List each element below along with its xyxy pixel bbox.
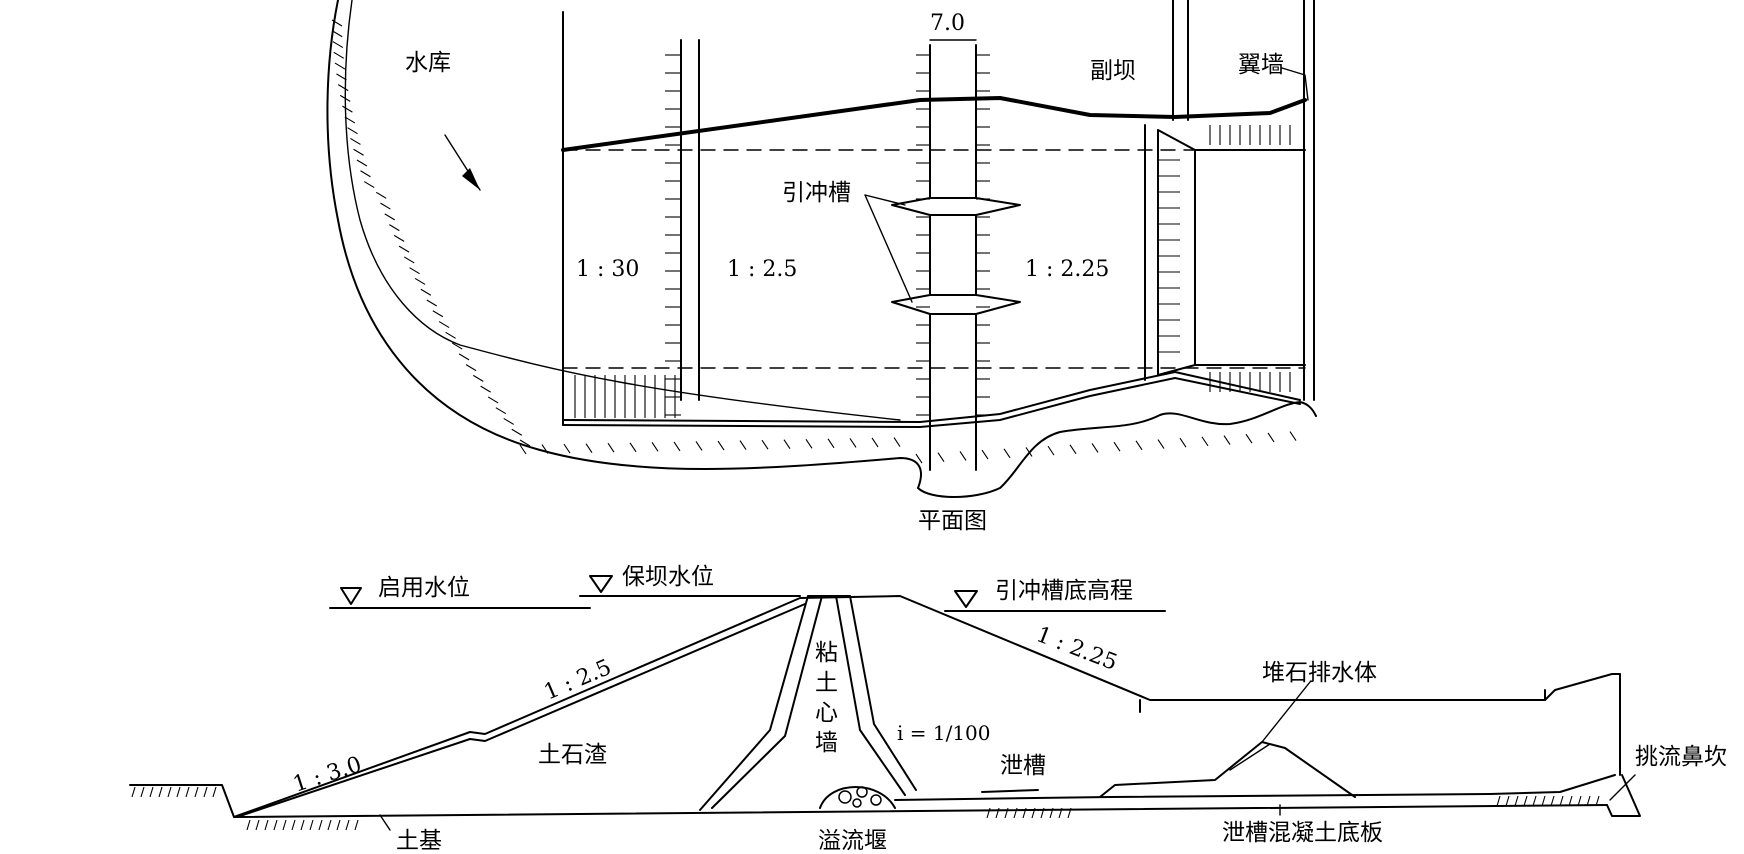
ground-left [129, 784, 235, 818]
water-level-protect: 保坝水位 [579, 564, 801, 597]
reservoir-label: 水库 [405, 50, 451, 76]
slope-label-lower: 1 : 3.0 [290, 752, 365, 798]
spill-channel-label: 泄槽 [1000, 753, 1046, 779]
reservoir-bank-outer [326, 0, 1317, 498]
svg-text:引冲槽底高程: 引冲槽底高程 [995, 578, 1133, 604]
overflow-weir [819, 786, 896, 809]
slope-label-2: 1 : 2.5 [727, 257, 797, 282]
flow-arrow [444, 134, 481, 191]
slope-label-1: 1 : 30 [576, 257, 639, 282]
base-line [233, 804, 1608, 818]
section-hatching [131, 786, 1600, 831]
overflow-weir-label: 溢流堰 [818, 828, 887, 854]
plan-channel-upper [561, 96, 1307, 152]
plan-view: 水库 7.0 副坝 翼墙 引冲槽 1 : 30 1 : 2.5 1 : 2.25… [326, 0, 1317, 534]
plan-channel-lower [562, 371, 1301, 423]
drain-label: 堆石排水体 [1262, 660, 1377, 686]
upstream-slope [233, 595, 1621, 818]
plan-caption: 平面图 [918, 508, 987, 534]
reservoir-bank-inner [344, 0, 901, 421]
trench-leader [864, 194, 913, 303]
ski-jump [1606, 774, 1641, 817]
water-level-trench-bottom: 引冲槽底高程 [944, 578, 1166, 612]
svg-text:保坝水位: 保坝水位 [622, 564, 714, 590]
plan-hatching [574, 54, 1291, 418]
gradient-label: i = 1/100 [897, 721, 991, 745]
slab-label: 泄槽混凝土底板 [1222, 820, 1383, 846]
wing-wall-label: 翼墙 [1238, 52, 1284, 78]
width-label: 7.0 [930, 11, 965, 36]
core-wall-label: 粘 土 心 墙 [815, 640, 845, 756]
water-level-start: 启用水位 [329, 575, 591, 609]
plan-chute-box [1144, 124, 1306, 381]
slope-label-3: 1 : 2.25 [1025, 257, 1109, 282]
rock-drain [1099, 741, 1356, 798]
svg-text:启用水位: 启用水位 [378, 575, 470, 601]
slope-label-upper: 1 : 2.5 [541, 655, 616, 706]
bank-hatching [331, 19, 1297, 464]
clay-core [699, 595, 917, 811]
ski-jump-label: 挑流鼻坎 [1635, 744, 1727, 770]
section-view: 启用水位 保坝水位 引冲槽底高程 [129, 564, 1727, 854]
fill-label: 土石渣 [538, 742, 607, 768]
wing-wall-leader [1281, 67, 1309, 101]
aux-dam-label: 副坝 [1090, 58, 1136, 84]
spill-arrow [981, 789, 1039, 793]
slab-line [894, 774, 1616, 801]
trench-column [891, 39, 1021, 471]
trench-label: 引冲槽 [782, 180, 851, 206]
slope-label-down: 1 : 2.25 [1033, 622, 1121, 676]
foundation-label: 土基 [396, 828, 442, 854]
